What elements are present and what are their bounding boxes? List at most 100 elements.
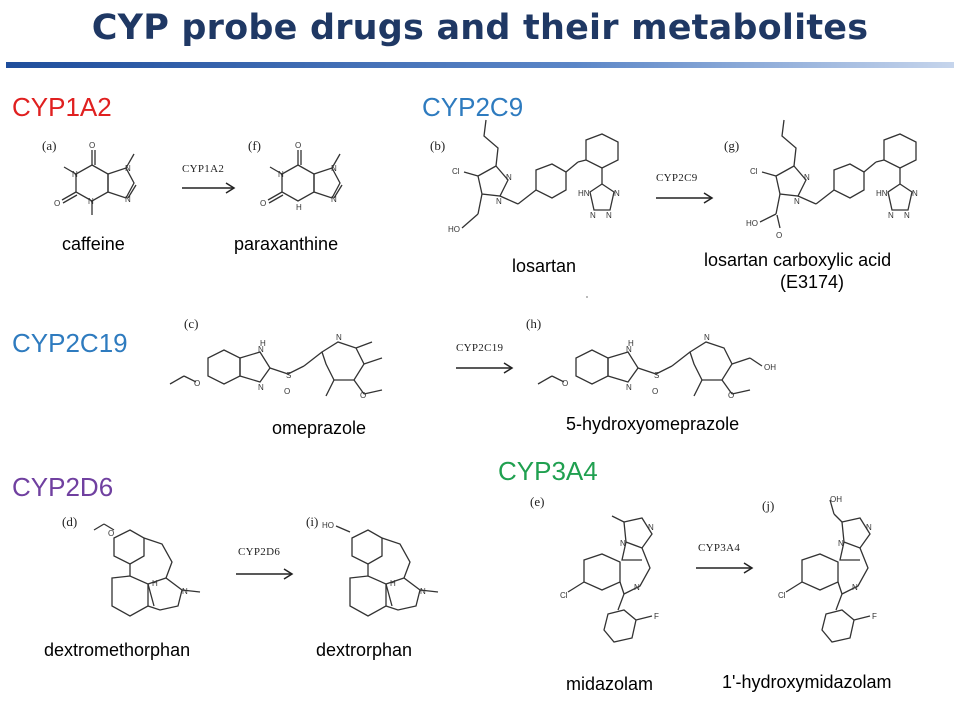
- svg-text:Cl: Cl: [778, 591, 786, 600]
- arrow-label-cyp2c19: CYP2C19: [456, 342, 504, 354]
- svg-text:N: N: [606, 211, 612, 220]
- svg-text:H: H: [260, 339, 266, 348]
- svg-text:N: N: [72, 170, 78, 179]
- dextromethorphan-structure: O H N: [93, 523, 201, 617]
- losartan-structure: Cl HO N N HN N N N: [448, 119, 620, 234]
- drug-name-paraxanthine: paraxanthine: [234, 234, 339, 254]
- svg-text:H: H: [390, 579, 396, 588]
- svg-text:N: N: [648, 523, 654, 532]
- svg-text:N: N: [331, 195, 337, 204]
- drug-name-omeprazole: omeprazole: [272, 418, 367, 438]
- svg-text:O: O: [260, 199, 266, 208]
- svg-text:OH: OH: [764, 363, 776, 372]
- svg-text:N: N: [496, 197, 502, 206]
- svg-text:N: N: [278, 170, 284, 179]
- svg-text:O: O: [652, 387, 658, 396]
- svg-text:N: N: [258, 383, 264, 392]
- reaction-arrow-cyp2c19: [456, 362, 514, 374]
- svg-text:O: O: [89, 141, 95, 150]
- svg-text:N: N: [336, 333, 342, 342]
- svg-text:N: N: [506, 173, 512, 182]
- reaction-arrow-cyp3a4: [696, 562, 754, 574]
- enzyme-label-cyp2c9: CYP2C9: [422, 92, 524, 122]
- enzyme-label-cyp2d6: CYP2D6: [12, 472, 114, 502]
- svg-text:O: O: [295, 141, 301, 150]
- structure-tag-j: (j): [762, 498, 775, 513]
- svg-text:HO: HO: [322, 521, 334, 530]
- drug-name-e3174: (E3174): [780, 272, 845, 292]
- 5-hydroxyomeprazole-structure: O H N N S O N OH O: [537, 333, 776, 400]
- svg-text:HO: HO: [746, 219, 758, 228]
- svg-text:N: N: [620, 539, 626, 548]
- structure-tag-b: (b): [430, 138, 446, 153]
- losartan-carboxylic-acid-structure: Cl HO O N N HN N N N: [746, 119, 918, 240]
- svg-text:N: N: [88, 197, 94, 206]
- omeprazole-structure: O H N N S O N O: [169, 333, 383, 400]
- midazolam-structure: N N N Cl F: [560, 515, 659, 643]
- svg-text:O: O: [776, 231, 782, 240]
- arrow-label-cyp2c9: CYP2C9: [656, 172, 698, 184]
- svg-text:N: N: [182, 587, 188, 596]
- structure-tag-g: (g): [724, 138, 740, 153]
- svg-text:N: N: [614, 189, 620, 198]
- drug-name-losartan: losartan: [512, 256, 577, 276]
- caffeine-structure: O O N N N N: [54, 141, 137, 215]
- svg-text:S: S: [654, 371, 659, 380]
- stray-dot: [586, 296, 588, 298]
- enzyme-label-cyp1a2: CYP1A2: [12, 92, 112, 122]
- svg-text:Cl: Cl: [750, 167, 758, 176]
- svg-text:N: N: [626, 345, 632, 354]
- svg-text:H: H: [628, 339, 634, 348]
- svg-text:O: O: [54, 199, 60, 208]
- svg-text:N: N: [838, 539, 844, 548]
- svg-text:N: N: [866, 523, 872, 532]
- svg-text:O: O: [728, 391, 734, 400]
- drug-name-5-hydroxyomeprazole: 5-hydroxyomeprazole: [566, 414, 740, 434]
- drug-name-midazolam: midazolam: [566, 674, 654, 694]
- svg-text:N: N: [904, 211, 910, 220]
- arrow-label-cyp3a4: CYP3A4: [698, 542, 741, 554]
- drug-name-losartan-carboxylic-acid: losartan carboxylic acid: [704, 250, 892, 270]
- svg-text:O: O: [108, 529, 114, 538]
- svg-text:N: N: [420, 587, 426, 596]
- svg-text:HO: HO: [448, 225, 460, 234]
- svg-text:N: N: [794, 197, 800, 206]
- structure-tag-a: (a): [42, 138, 57, 153]
- svg-text:O: O: [360, 391, 366, 400]
- drug-name-dextromethorphan: dextromethorphan: [44, 640, 191, 660]
- svg-text:N: N: [125, 195, 131, 204]
- svg-text:N: N: [912, 189, 918, 198]
- structure-tag-f: (f): [248, 138, 261, 153]
- structure-tag-d: (d): [62, 514, 78, 529]
- title-underline: [6, 62, 954, 68]
- structure-tag-e: (e): [530, 494, 545, 509]
- slide-title: CYP probe drugs and their metabolites: [91, 8, 869, 48]
- svg-text:O: O: [284, 387, 290, 396]
- arrow-label-cyp2d6: CYP2D6: [238, 546, 281, 558]
- svg-text:F: F: [872, 612, 877, 621]
- svg-text:O: O: [194, 379, 200, 388]
- svg-text:N: N: [704, 333, 710, 342]
- svg-text:Cl: Cl: [452, 167, 460, 176]
- svg-text:N: N: [888, 211, 894, 220]
- svg-text:H: H: [296, 203, 302, 212]
- reaction-arrow-cyp1a2: [182, 182, 236, 194]
- structure-tag-h: (h): [526, 316, 542, 331]
- drug-name-caffeine: caffeine: [62, 234, 125, 254]
- paraxanthine-structure: O O N H N N: [260, 141, 343, 212]
- dextrorphan-structure: HO H N: [322, 521, 439, 617]
- reaction-arrow-cyp2d6: [236, 568, 294, 580]
- reaction-arrow-cyp2c9: [656, 192, 714, 204]
- svg-text:Cl: Cl: [560, 591, 568, 600]
- svg-text:HN: HN: [876, 189, 888, 198]
- drug-name-dextrorphan: dextrorphan: [316, 640, 413, 660]
- svg-text:N: N: [590, 211, 596, 220]
- enzyme-label-cyp2c19: CYP2C19: [12, 328, 128, 358]
- 1-hydroxymidazolam-structure: OH N N N Cl F: [778, 495, 877, 643]
- svg-text:N: N: [634, 583, 640, 592]
- drug-name-1-hydroxymidazolam: 1'-hydroxymidazolam: [722, 672, 892, 692]
- arrow-label-cyp1a2: CYP1A2: [182, 163, 225, 175]
- svg-text:N: N: [852, 583, 858, 592]
- enzyme-label-cyp3a4: CYP3A4: [498, 456, 598, 486]
- structure-tag-c: (c): [184, 316, 199, 331]
